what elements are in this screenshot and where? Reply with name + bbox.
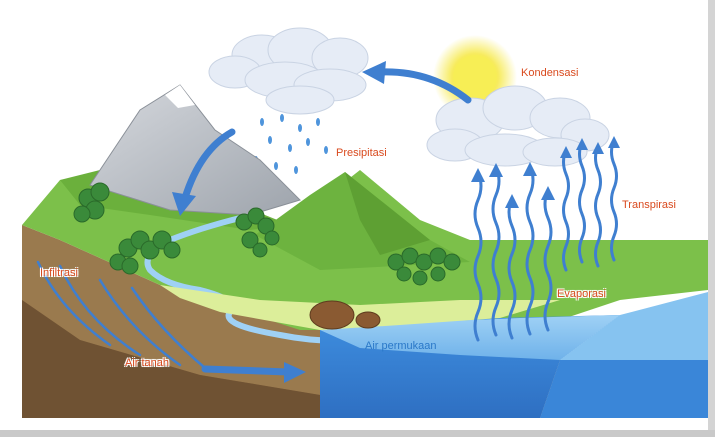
label-transpirasi: Transpirasi: [622, 199, 676, 211]
groundwater-arrow: [201, 362, 306, 383]
condensation-arrow: [362, 61, 472, 104]
cloud-left: [208, 27, 369, 115]
trees: [73, 182, 461, 286]
runoff-arrow: [172, 128, 236, 216]
rocks: [309, 300, 381, 330]
label-air-tanah: Air tanah: [125, 357, 170, 369]
cloud-right: [426, 85, 610, 167]
label-air-permukaan: Air permukaan: [365, 340, 437, 352]
mountain: [89, 84, 301, 216]
evaporation-arrows: [473, 164, 553, 342]
green-hill: [255, 172, 470, 270]
evaporation-arrowheads: [471, 162, 555, 208]
lake: [320, 292, 708, 418]
infiltration-lines: [36, 260, 207, 370]
transpiration-arrowheads: [560, 136, 620, 158]
frame-bottom-edge: [0, 430, 715, 437]
label-presipitasi: Presipitasi: [336, 147, 387, 159]
label-kondensasi: Kondensasi: [521, 67, 579, 79]
label-evaporasi: Evaporasi: [557, 288, 606, 300]
transpiration-arrows: [562, 138, 618, 272]
label-infiltrasi: Infiltrasi: [40, 267, 78, 279]
frame-right-edge: [708, 0, 715, 437]
shore: [160, 285, 560, 330]
